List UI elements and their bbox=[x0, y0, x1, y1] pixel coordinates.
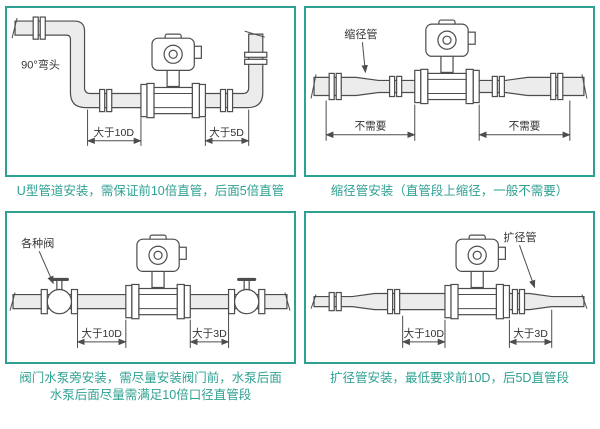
pipe-end-cut bbox=[284, 291, 291, 311]
flowmeter bbox=[444, 234, 511, 319]
pipe-end-cut bbox=[310, 74, 317, 99]
valve-label: 各种阀 bbox=[21, 236, 54, 250]
flowmeter bbox=[140, 33, 206, 119]
pipe-end-cut bbox=[581, 293, 588, 309]
flange-pair bbox=[550, 72, 564, 101]
valve-pump-diagram: 各种阀 大于10D 大于3D bbox=[9, 234, 291, 348]
dim-left-label: 不需要 bbox=[355, 121, 387, 133]
reducer-diagram: 缩径管 不需要 不需要 bbox=[310, 19, 588, 141]
elbow-label: 90°弯头 bbox=[21, 57, 60, 71]
diagram-grid: 90°弯头 大于10D 大于5D U型管道安装，需保证前10倍直管，后面5倍直管 bbox=[5, 6, 595, 405]
pipe-end-cut bbox=[9, 291, 16, 311]
caption-line: 扩径管安装，最低要求前10D，后5D直管段 bbox=[330, 370, 569, 385]
flange-pair bbox=[244, 51, 268, 65]
dim-right-label: 不需要 bbox=[509, 121, 541, 133]
valve-pump-caption: 阀门水泵旁安装，需尽量安装阀门前，水泵后面 水泵后面尽量需满足10倍口径直管段 bbox=[5, 370, 296, 405]
pipe-end-cut bbox=[244, 30, 265, 38]
dimension-left: 大于10D bbox=[76, 311, 127, 348]
flange-pair bbox=[388, 75, 403, 98]
flange-pair bbox=[328, 72, 342, 101]
u-type-frame: 90°弯头 大于10D 大于5D bbox=[5, 6, 296, 177]
u-type-caption: U型管道安装，需保证前10倍直管，后面5倍直管 bbox=[5, 183, 296, 201]
pipe-end-cut bbox=[11, 17, 18, 39]
dimension-right: 大于5D bbox=[204, 109, 250, 146]
u-type-diagram: 90°弯头 大于10D 大于5D bbox=[11, 16, 268, 146]
dimension-left: 大于10D bbox=[401, 315, 446, 348]
panel-reducer: 缩径管 不需要 不需要 缩径管安装（直管段上缩径，一般不需要） bbox=[304, 6, 595, 201]
reducer-caption: 缩径管安装（直管段上缩径，一般不需要） bbox=[304, 183, 595, 201]
panel-u-type: 90°弯头 大于10D 大于5D U型管道安装，需保证前10倍直管，后面5倍直管 bbox=[5, 6, 296, 201]
reducer-frame: 缩径管 不需要 不需要 bbox=[304, 6, 595, 177]
dimension-right: 大于3D bbox=[189, 311, 230, 348]
expander-frame: 扩径管 大于10D 大于3D bbox=[304, 210, 595, 364]
panel-expander: 扩径管 大于10D 大于3D 扩径管安装，最低要求前10D，后5D直管段 bbox=[304, 210, 595, 405]
pipe-end-cut bbox=[310, 293, 317, 309]
valve-pump-frame: 各种阀 大于10D 大于3D bbox=[5, 210, 296, 364]
flange-pair bbox=[511, 288, 526, 314]
flange-pair bbox=[219, 88, 234, 113]
flange-pair bbox=[386, 288, 401, 314]
caption-line: U型管道安装，需保证前10倍直管，后面5倍直管 bbox=[16, 184, 285, 198]
caption-line: 阀门水泵旁安装，需尽量安装阀门前，水泵后面 bbox=[19, 370, 282, 385]
caption-line: 水泵后面尽量需满足10倍口径直管段 bbox=[49, 388, 252, 402]
dim-right-label: 大于3D bbox=[192, 326, 227, 339]
flange-pair bbox=[328, 291, 342, 311]
leader-line bbox=[361, 42, 368, 74]
flowmeter bbox=[125, 234, 191, 319]
expander-diagram: 扩径管 大于10D 大于3D bbox=[310, 230, 588, 348]
dim-left-label: 大于10D bbox=[404, 326, 445, 339]
dimension-left: 大于10D bbox=[86, 109, 142, 146]
flange-pair bbox=[32, 16, 46, 40]
u-pipe bbox=[14, 20, 264, 109]
dimension-left: 不需要 bbox=[325, 100, 416, 141]
dim-left-label: 大于10D bbox=[81, 326, 122, 339]
caption-line: 缩径管安装（直管段上缩径，一般不需要） bbox=[330, 184, 569, 198]
pipe-end-cut bbox=[581, 74, 588, 99]
leader-line bbox=[519, 244, 536, 288]
dim-left-label: 大于10D bbox=[94, 126, 135, 139]
valve bbox=[39, 277, 80, 315]
flange-pair bbox=[99, 88, 113, 113]
expander-caption: 扩径管安装，最低要求前10D，后5D直管段 bbox=[304, 370, 595, 388]
dimension-right: 大于3D bbox=[508, 309, 553, 348]
expander-label: 扩径管 bbox=[503, 230, 536, 244]
reducer-label: 缩径管 bbox=[344, 27, 377, 41]
dimension-right: 不需要 bbox=[478, 100, 571, 141]
dim-right-label: 大于5D bbox=[209, 126, 244, 139]
valve bbox=[227, 277, 267, 315]
dim-right-label: 大于3D bbox=[513, 326, 548, 339]
panel-valve-pump: 各种阀 大于10D 大于3D 阀门水泵旁安装，需尽量安装阀门前，水泵后面 水泵后 bbox=[5, 210, 296, 405]
flange-pair bbox=[491, 75, 505, 98]
flowmeter bbox=[414, 19, 480, 105]
leader-line bbox=[38, 250, 54, 284]
